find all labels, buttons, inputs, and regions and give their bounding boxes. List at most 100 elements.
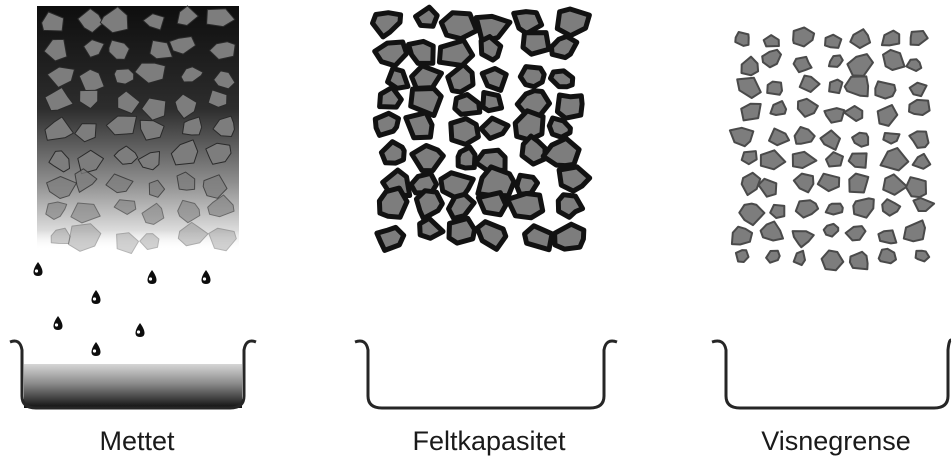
soil-particle xyxy=(852,133,868,147)
soil-particle xyxy=(882,199,900,216)
soil-particle xyxy=(883,133,899,144)
dripping-water-drops xyxy=(34,262,211,356)
soil-particle xyxy=(794,57,812,72)
soil-particle xyxy=(761,222,783,241)
soil-particle xyxy=(377,227,404,250)
soil-particle xyxy=(557,95,582,118)
soil-particle xyxy=(800,76,820,92)
soil-particle xyxy=(455,95,480,115)
soil-particle xyxy=(439,40,472,65)
soil-particle xyxy=(737,78,761,98)
soil-particle xyxy=(879,249,896,263)
soil-particle xyxy=(904,220,925,241)
water-drop xyxy=(148,270,157,284)
soil-particle xyxy=(759,179,777,197)
soil-particle xyxy=(793,231,814,247)
soil-particle xyxy=(767,82,782,95)
soil-particle xyxy=(847,54,873,76)
soil-particle xyxy=(736,250,749,262)
soil-particle xyxy=(558,195,582,218)
soil-particle xyxy=(522,136,545,164)
soil-particle xyxy=(761,150,785,169)
soil-particle xyxy=(916,251,930,262)
water-drop xyxy=(136,323,145,337)
water-drop-highlight xyxy=(137,330,140,333)
soil-particle xyxy=(741,104,761,121)
soil-particle xyxy=(375,42,407,66)
soil-particle xyxy=(822,251,844,271)
soil-particle xyxy=(481,118,508,138)
panel-field-capacity xyxy=(355,7,617,408)
soil-particle xyxy=(853,198,874,217)
soil-particle xyxy=(742,57,759,76)
soil-particle xyxy=(483,93,502,111)
soil-particle xyxy=(913,198,934,211)
soil-particle xyxy=(906,59,921,71)
soil-particle xyxy=(829,55,843,67)
soil-particle xyxy=(824,108,844,123)
water-drop xyxy=(92,342,101,356)
soil-particle xyxy=(762,50,781,68)
soil-particle xyxy=(764,35,779,46)
soil-particle xyxy=(448,65,473,92)
soil-particle xyxy=(798,99,818,117)
soil-particle xyxy=(478,193,506,215)
soil-particle xyxy=(406,113,432,138)
label-field-capacity: Feltkapasitet xyxy=(369,426,609,457)
soil-particle xyxy=(742,173,761,195)
soil-particle xyxy=(793,152,817,168)
soil-particle xyxy=(420,218,443,238)
water-drop-highlight xyxy=(93,297,96,300)
soil-particle xyxy=(909,100,930,115)
soil-particle xyxy=(543,138,579,165)
soil-particle xyxy=(551,36,576,57)
soil-particle xyxy=(449,218,475,243)
soil-particle xyxy=(826,152,843,166)
soil-particle xyxy=(416,7,438,26)
soil-particle xyxy=(849,153,867,167)
soil-particle xyxy=(844,106,862,121)
collection-dish-field-capacity xyxy=(355,341,617,408)
soil-particle xyxy=(732,227,752,245)
soil-particle xyxy=(557,9,589,36)
water-drop-highlight xyxy=(149,277,152,280)
water-drop xyxy=(92,290,101,304)
soil-particle xyxy=(794,174,814,193)
soil-particle xyxy=(769,129,789,146)
soil-particle xyxy=(523,33,549,55)
soil-particle xyxy=(477,222,506,250)
soil-particle xyxy=(441,173,474,197)
soil-particle xyxy=(820,130,840,150)
soil-particle xyxy=(739,204,764,226)
water-drop-highlight xyxy=(203,277,206,280)
soil-particle xyxy=(458,147,475,168)
water-drop xyxy=(34,262,43,276)
soil-particle xyxy=(520,67,544,87)
water-drop-highlight xyxy=(55,323,58,326)
water-drop xyxy=(54,316,63,330)
soil-particle xyxy=(878,230,896,243)
soil-particle xyxy=(878,105,898,126)
soil-particle xyxy=(829,80,842,94)
soil-particle xyxy=(826,204,843,215)
soil-particle xyxy=(850,29,870,48)
soil-particle xyxy=(525,226,553,250)
soil-particle xyxy=(735,32,748,46)
soil-particle xyxy=(846,226,866,240)
soil-particle xyxy=(441,13,476,39)
soil-particles-wilting-point xyxy=(730,28,934,271)
soil-particle xyxy=(508,194,543,218)
soil-particle xyxy=(875,81,895,98)
label-saturated: Mettet xyxy=(17,426,257,457)
soil-particle xyxy=(559,167,590,191)
soil-particle xyxy=(388,68,408,88)
soil-particle xyxy=(883,174,907,194)
collection-dish-wilting-point xyxy=(712,340,951,408)
soil-particle xyxy=(794,251,805,265)
soil-particle xyxy=(796,200,818,217)
soil-particle xyxy=(449,194,475,218)
soil-particle xyxy=(549,118,570,137)
soil-particle xyxy=(379,188,407,217)
soil-particle xyxy=(375,113,398,135)
